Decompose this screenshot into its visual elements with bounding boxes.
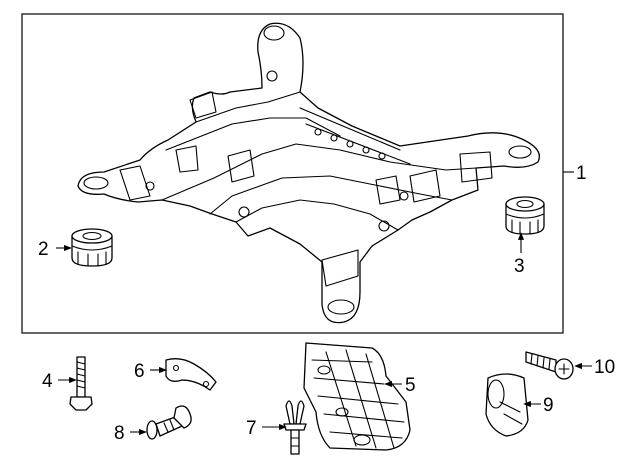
- bracket-cap[interactable]: [485, 373, 529, 437]
- bushing-right[interactable]: [505, 196, 545, 235]
- stud[interactable]: [146, 405, 192, 440]
- callout-2: 2: [38, 239, 49, 260]
- callout-1: 1: [576, 163, 587, 184]
- callout-7: 7: [246, 418, 257, 439]
- callout-6: 6: [134, 361, 145, 382]
- callout-8: 8: [114, 423, 125, 444]
- callout-10: 10: [594, 357, 615, 378]
- small-plate[interactable]: [165, 358, 217, 391]
- bushing-left[interactable]: [71, 228, 113, 267]
- screw[interactable]: [525, 351, 574, 380]
- callout-5: 5: [405, 375, 416, 396]
- shield-panel[interactable]: [303, 342, 411, 451]
- assembly-frame: [21, 13, 564, 334]
- callout-3: 3: [514, 256, 525, 277]
- bolt[interactable]: [69, 356, 93, 411]
- crossmember-subframe[interactable]: [77, 22, 541, 324]
- callout-4: 4: [42, 371, 53, 392]
- push-clip[interactable]: [283, 400, 307, 455]
- callout-9: 9: [543, 395, 554, 416]
